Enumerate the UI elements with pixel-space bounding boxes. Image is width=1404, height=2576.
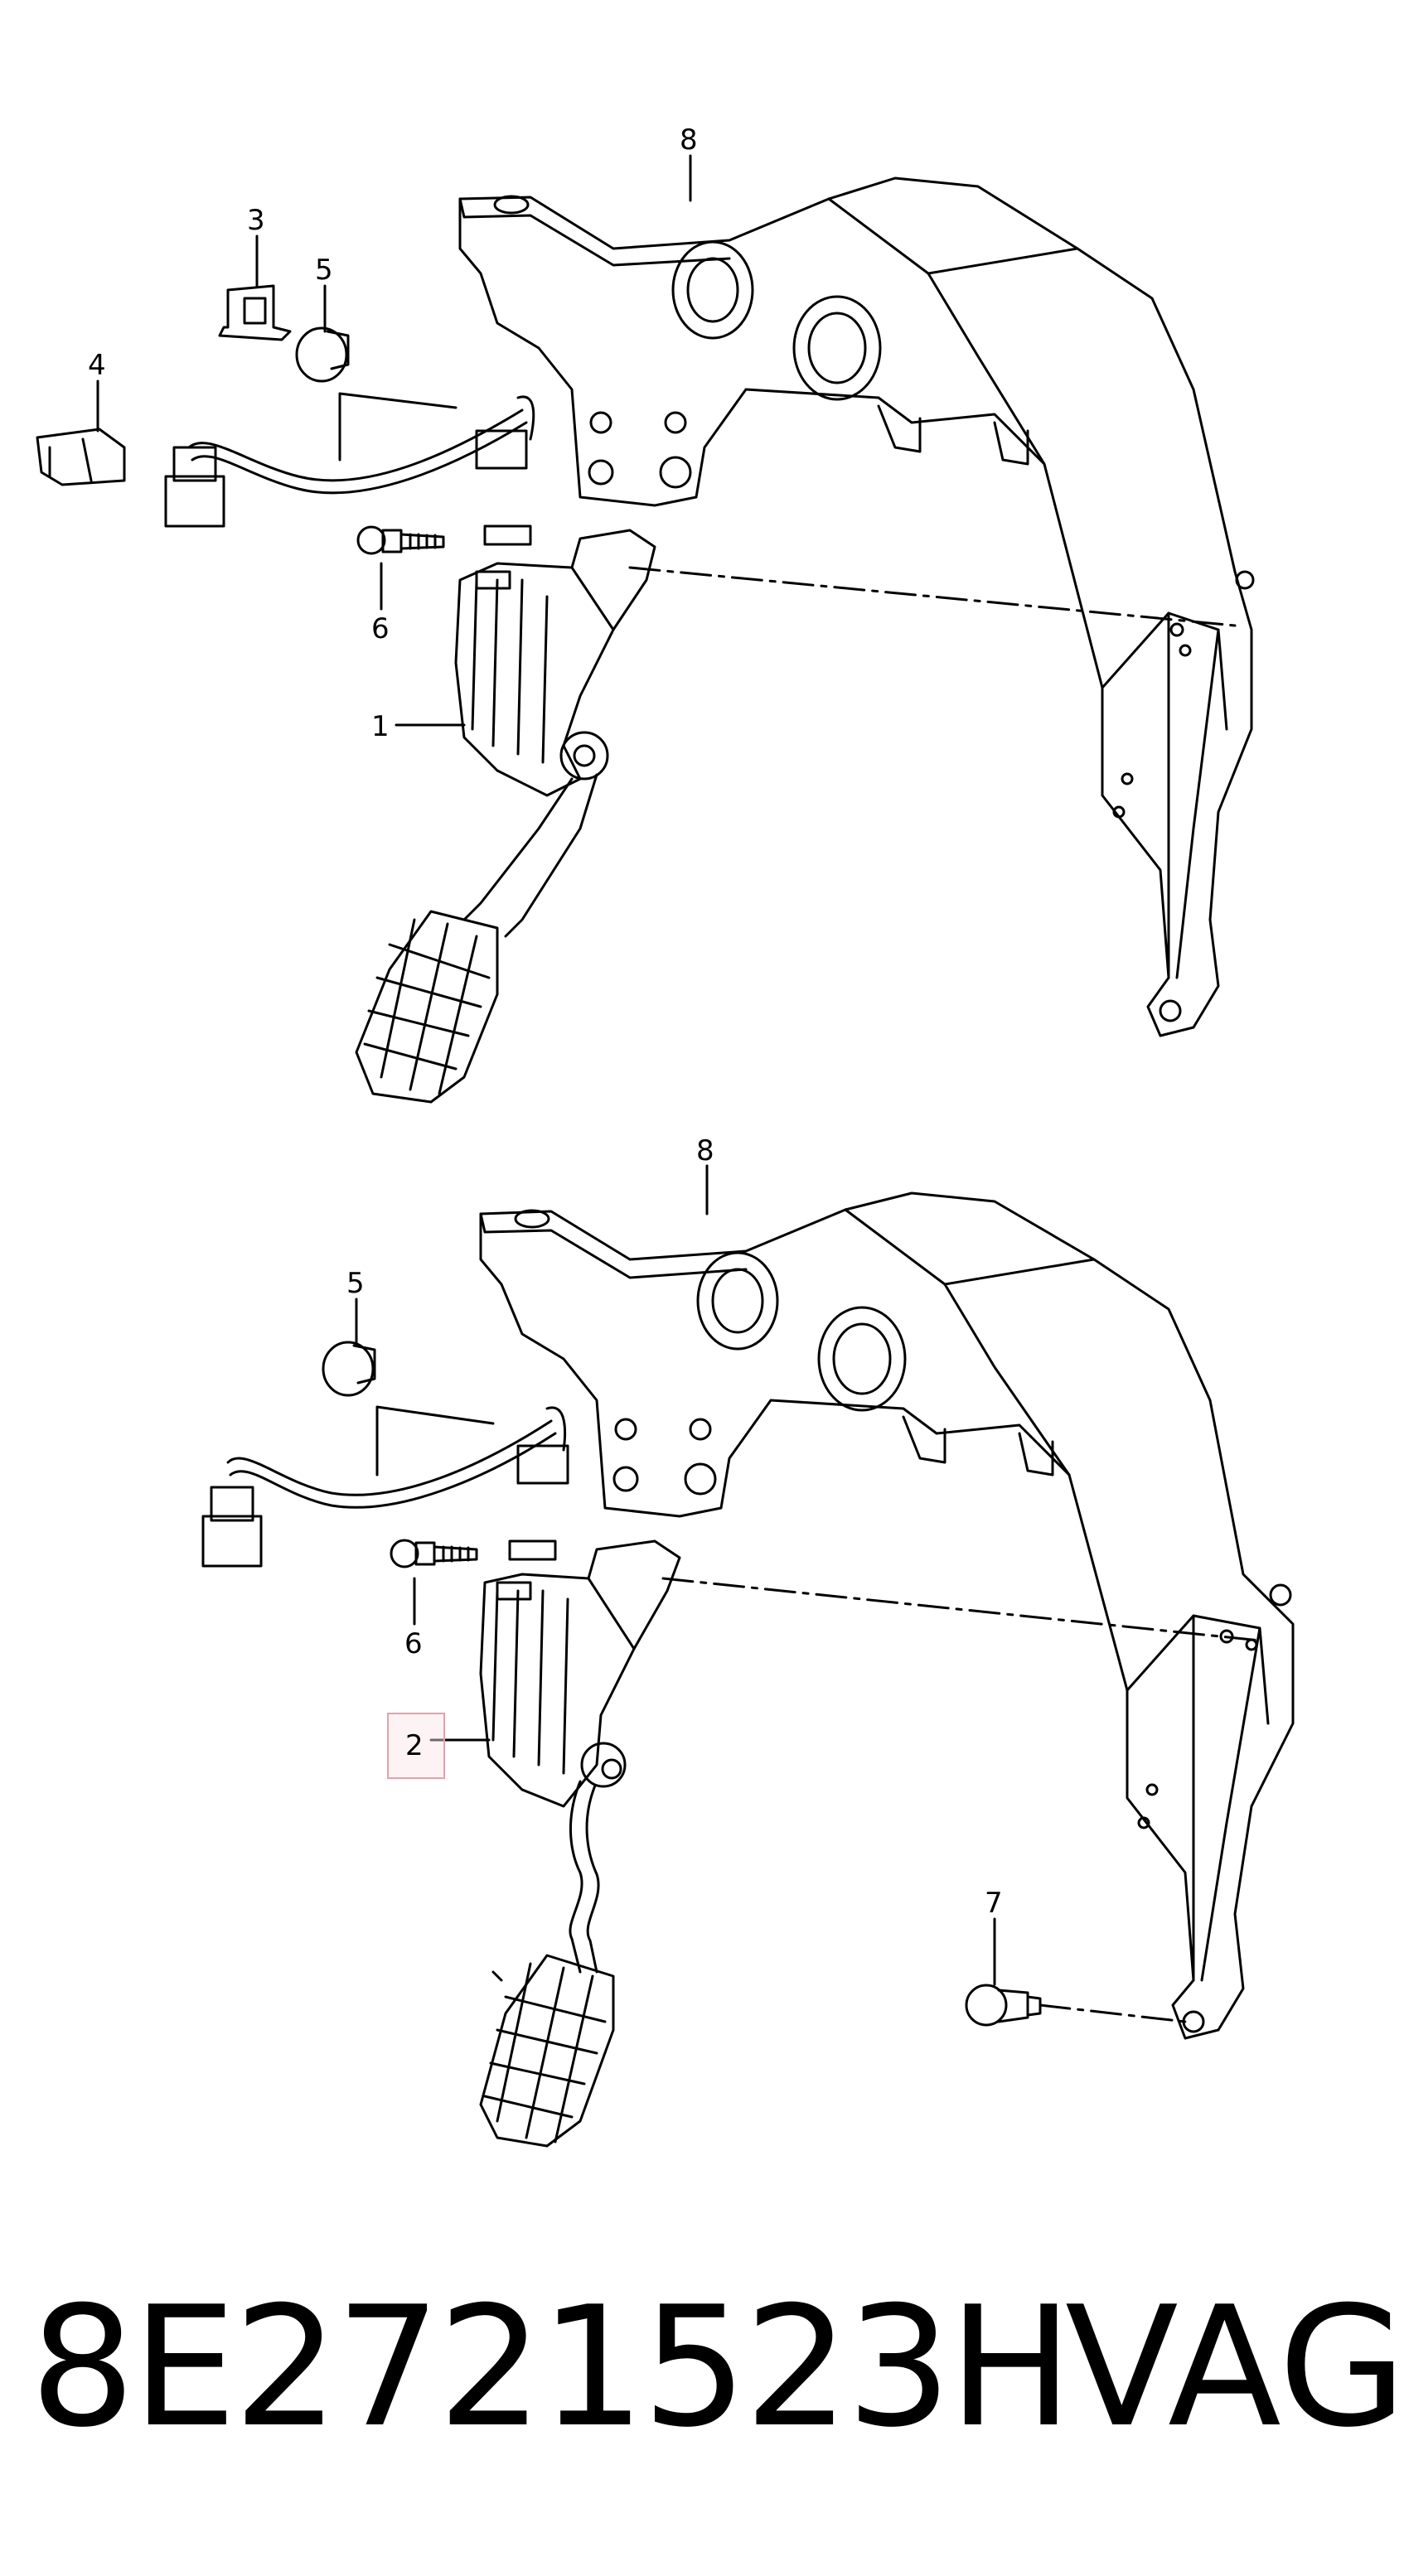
- wiring-harness-bottom: [201, 1406, 569, 1568]
- accelerator-pedal-module-top: [355, 529, 656, 1104]
- bracket-top: [218, 284, 292, 341]
- harness-bracket-bottom: [375, 1405, 495, 1476]
- callout-8-bottom: 8: [696, 1134, 714, 1167]
- callout-5-top: 5: [315, 254, 333, 287]
- clip-top: [295, 326, 350, 383]
- pedal-bracket-top: [458, 176, 1255, 1037]
- bolt-bottom: [390, 1539, 478, 1568]
- callout-2-bottom: 2: [405, 1729, 424, 1762]
- bottom-assembly: [201, 1164, 1295, 2148]
- cap-bottom: [965, 1984, 1042, 2027]
- callout-7-bottom: 7: [985, 1887, 1003, 1920]
- dash-line-cap: [1038, 2003, 1187, 2023]
- callout-4-top: 4: [88, 349, 106, 382]
- dash-line-bottom: [661, 1577, 1261, 1642]
- callout-1-top: 1: [371, 710, 390, 743]
- pedal-bracket-bottom: [479, 1191, 1295, 2040]
- brand-name: VAG: [1065, 2271, 1404, 2464]
- callout-8-top: 8: [680, 123, 698, 157]
- connector-top: [36, 428, 126, 486]
- bolt-top: [356, 525, 445, 555]
- clip-bottom: [322, 1341, 376, 1397]
- exploded-parts-diagram: 8 3 5 4 6 1 8 5 6 2 7: [36, 123, 1295, 2148]
- accelerator-pedal-module-bottom: [479, 1539, 681, 2148]
- callout-3-top: 3: [247, 204, 265, 237]
- callout-highlight: [387, 1713, 445, 1779]
- harness-bracket-top: [338, 392, 458, 462]
- wiring-harness-top: [164, 395, 535, 546]
- top-assembly: [36, 154, 1255, 1104]
- dash-line-top: [628, 566, 1237, 627]
- callout-5-bottom: 5: [346, 1267, 365, 1300]
- callout-6-bottom: 6: [404, 1627, 423, 1660]
- callout-6-top: 6: [371, 612, 390, 645]
- part-number: 8E2721523H: [30, 2271, 1073, 2464]
